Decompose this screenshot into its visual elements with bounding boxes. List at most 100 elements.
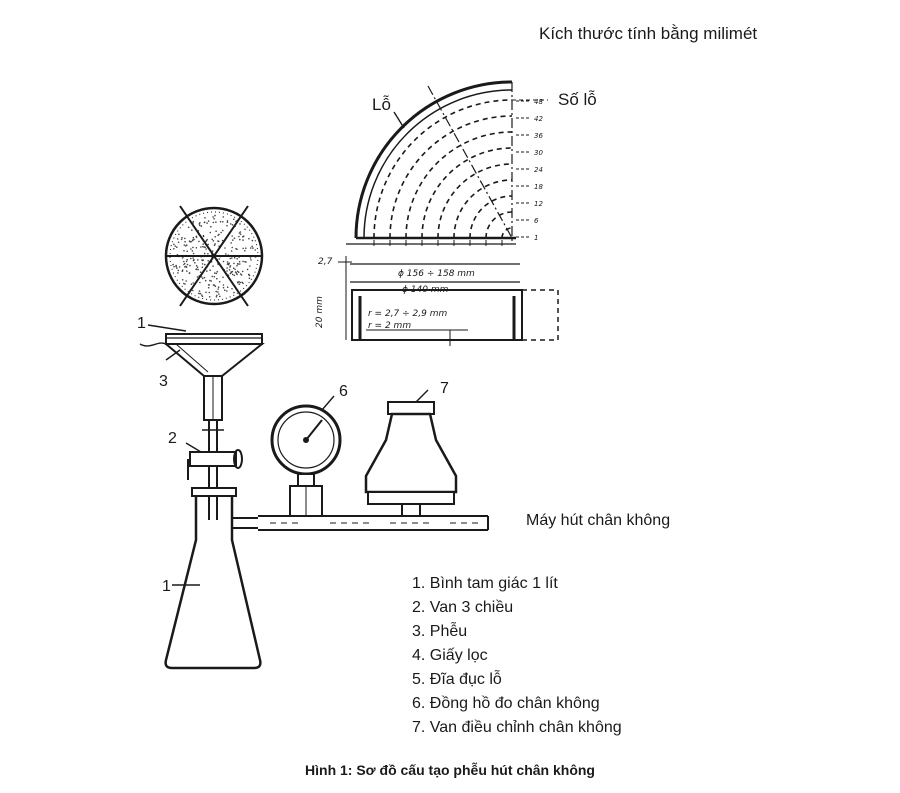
ring-hole-count: 48 [534, 98, 543, 106]
disc-hole [213, 218, 215, 220]
disc-hole [222, 276, 224, 279]
disc-hole [184, 245, 187, 247]
disc-hole [176, 246, 178, 248]
disc-hole [188, 240, 191, 242]
disc-hole [198, 240, 200, 243]
disc-hole [237, 281, 239, 283]
disc-hole [191, 239, 194, 242]
disc-hole [226, 286, 229, 289]
disc-hole [233, 218, 235, 221]
disc-hole [195, 264, 198, 267]
disc-hole [233, 237, 236, 239]
disc-hole [201, 276, 203, 278]
disc-hole [244, 261, 246, 263]
disc-hole [226, 220, 229, 222]
disc-hole [185, 260, 188, 263]
vacuum-pump-label: Máy hút chân không [526, 512, 671, 529]
disc-hole [214, 236, 216, 238]
disc-hole [186, 250, 188, 252]
disc-hole [249, 247, 252, 249]
disc-hole [185, 280, 187, 282]
units-note: Kích thước tính bằng milimét [539, 24, 758, 43]
hole-ring [437, 163, 513, 239]
disc-hole [212, 221, 215, 224]
disc-hole [202, 245, 204, 248]
hole-count-label: Số lỗ [558, 90, 597, 109]
disc-hole [192, 246, 194, 249]
disc-hole [222, 221, 224, 223]
disc-hole [205, 248, 207, 250]
disc-hole [239, 223, 241, 225]
disc-hole [186, 270, 188, 272]
disc-hole [239, 231, 242, 233]
ring-hole-count: 12 [534, 200, 543, 208]
disc-hole [181, 257, 184, 259]
disc-hole [184, 283, 186, 285]
disc-hole [195, 235, 198, 238]
disc-hole [197, 268, 199, 271]
disc-hole [204, 263, 206, 266]
disc-hole [175, 264, 177, 267]
disc-hole [203, 252, 206, 255]
disc-hole [224, 289, 226, 292]
disc-hole [238, 232, 241, 234]
disc-hole [216, 270, 219, 273]
disc-hole [227, 263, 229, 265]
disc-hole [236, 265, 238, 267]
disc-hole [249, 257, 252, 259]
disc-hole [220, 231, 222, 234]
disc-hole [189, 264, 191, 267]
disc-hole [242, 235, 245, 237]
disc-hole [207, 286, 210, 289]
disc-hole [211, 250, 214, 252]
disc-hole [195, 247, 198, 249]
disc-hole [192, 220, 195, 223]
disc-hole [183, 260, 185, 263]
disc-hole [230, 242, 232, 244]
disc-hole [200, 294, 203, 296]
disc-hole [239, 281, 242, 284]
disc-hole [229, 272, 232, 275]
ring-hole-count: 24 [534, 166, 543, 174]
conical-flask [164, 487, 262, 670]
ring-hole-count: 18 [534, 183, 543, 191]
disc-hole [215, 221, 217, 223]
disc-hole [222, 284, 225, 286]
disc-hole [174, 245, 177, 247]
disc-hole [230, 250, 233, 252]
disc-hole [206, 238, 208, 241]
disc-hole [195, 268, 198, 270]
disc-hole [186, 263, 189, 266]
hole-label: Lỗ [372, 95, 391, 114]
disc-hole [219, 220, 222, 223]
ring-hole-count: 36 [534, 132, 543, 140]
dim-radius-2-text: r = 2 mm [368, 321, 411, 331]
disc-hole [239, 233, 242, 235]
disc-hole [239, 263, 241, 265]
disc-hole [209, 269, 211, 272]
disc-hole [251, 239, 254, 242]
disc-hole [236, 270, 239, 273]
disc-hole [229, 266, 231, 268]
disc-hole [238, 283, 241, 286]
disc-hole [201, 263, 204, 265]
hole-rings [373, 99, 513, 239]
disc-hole [218, 280, 221, 283]
gauge-needle [305, 419, 323, 441]
disc-hole [192, 257, 194, 259]
disc-hole [207, 253, 209, 255]
disc-hole [208, 296, 211, 298]
disc-hole [196, 276, 199, 278]
hole-leader-line [393, 111, 405, 129]
disc-hole [202, 277, 204, 280]
ring-hole-count: 30 [534, 149, 543, 157]
legend-item: 7. Van điều chỉnh chân không [412, 719, 622, 736]
disc-hole [215, 290, 217, 293]
disc-hole [238, 260, 241, 263]
disc-hole [211, 238, 213, 241]
hole-ring [469, 195, 513, 239]
disc-hole [209, 231, 212, 234]
disc-hole [236, 273, 238, 276]
